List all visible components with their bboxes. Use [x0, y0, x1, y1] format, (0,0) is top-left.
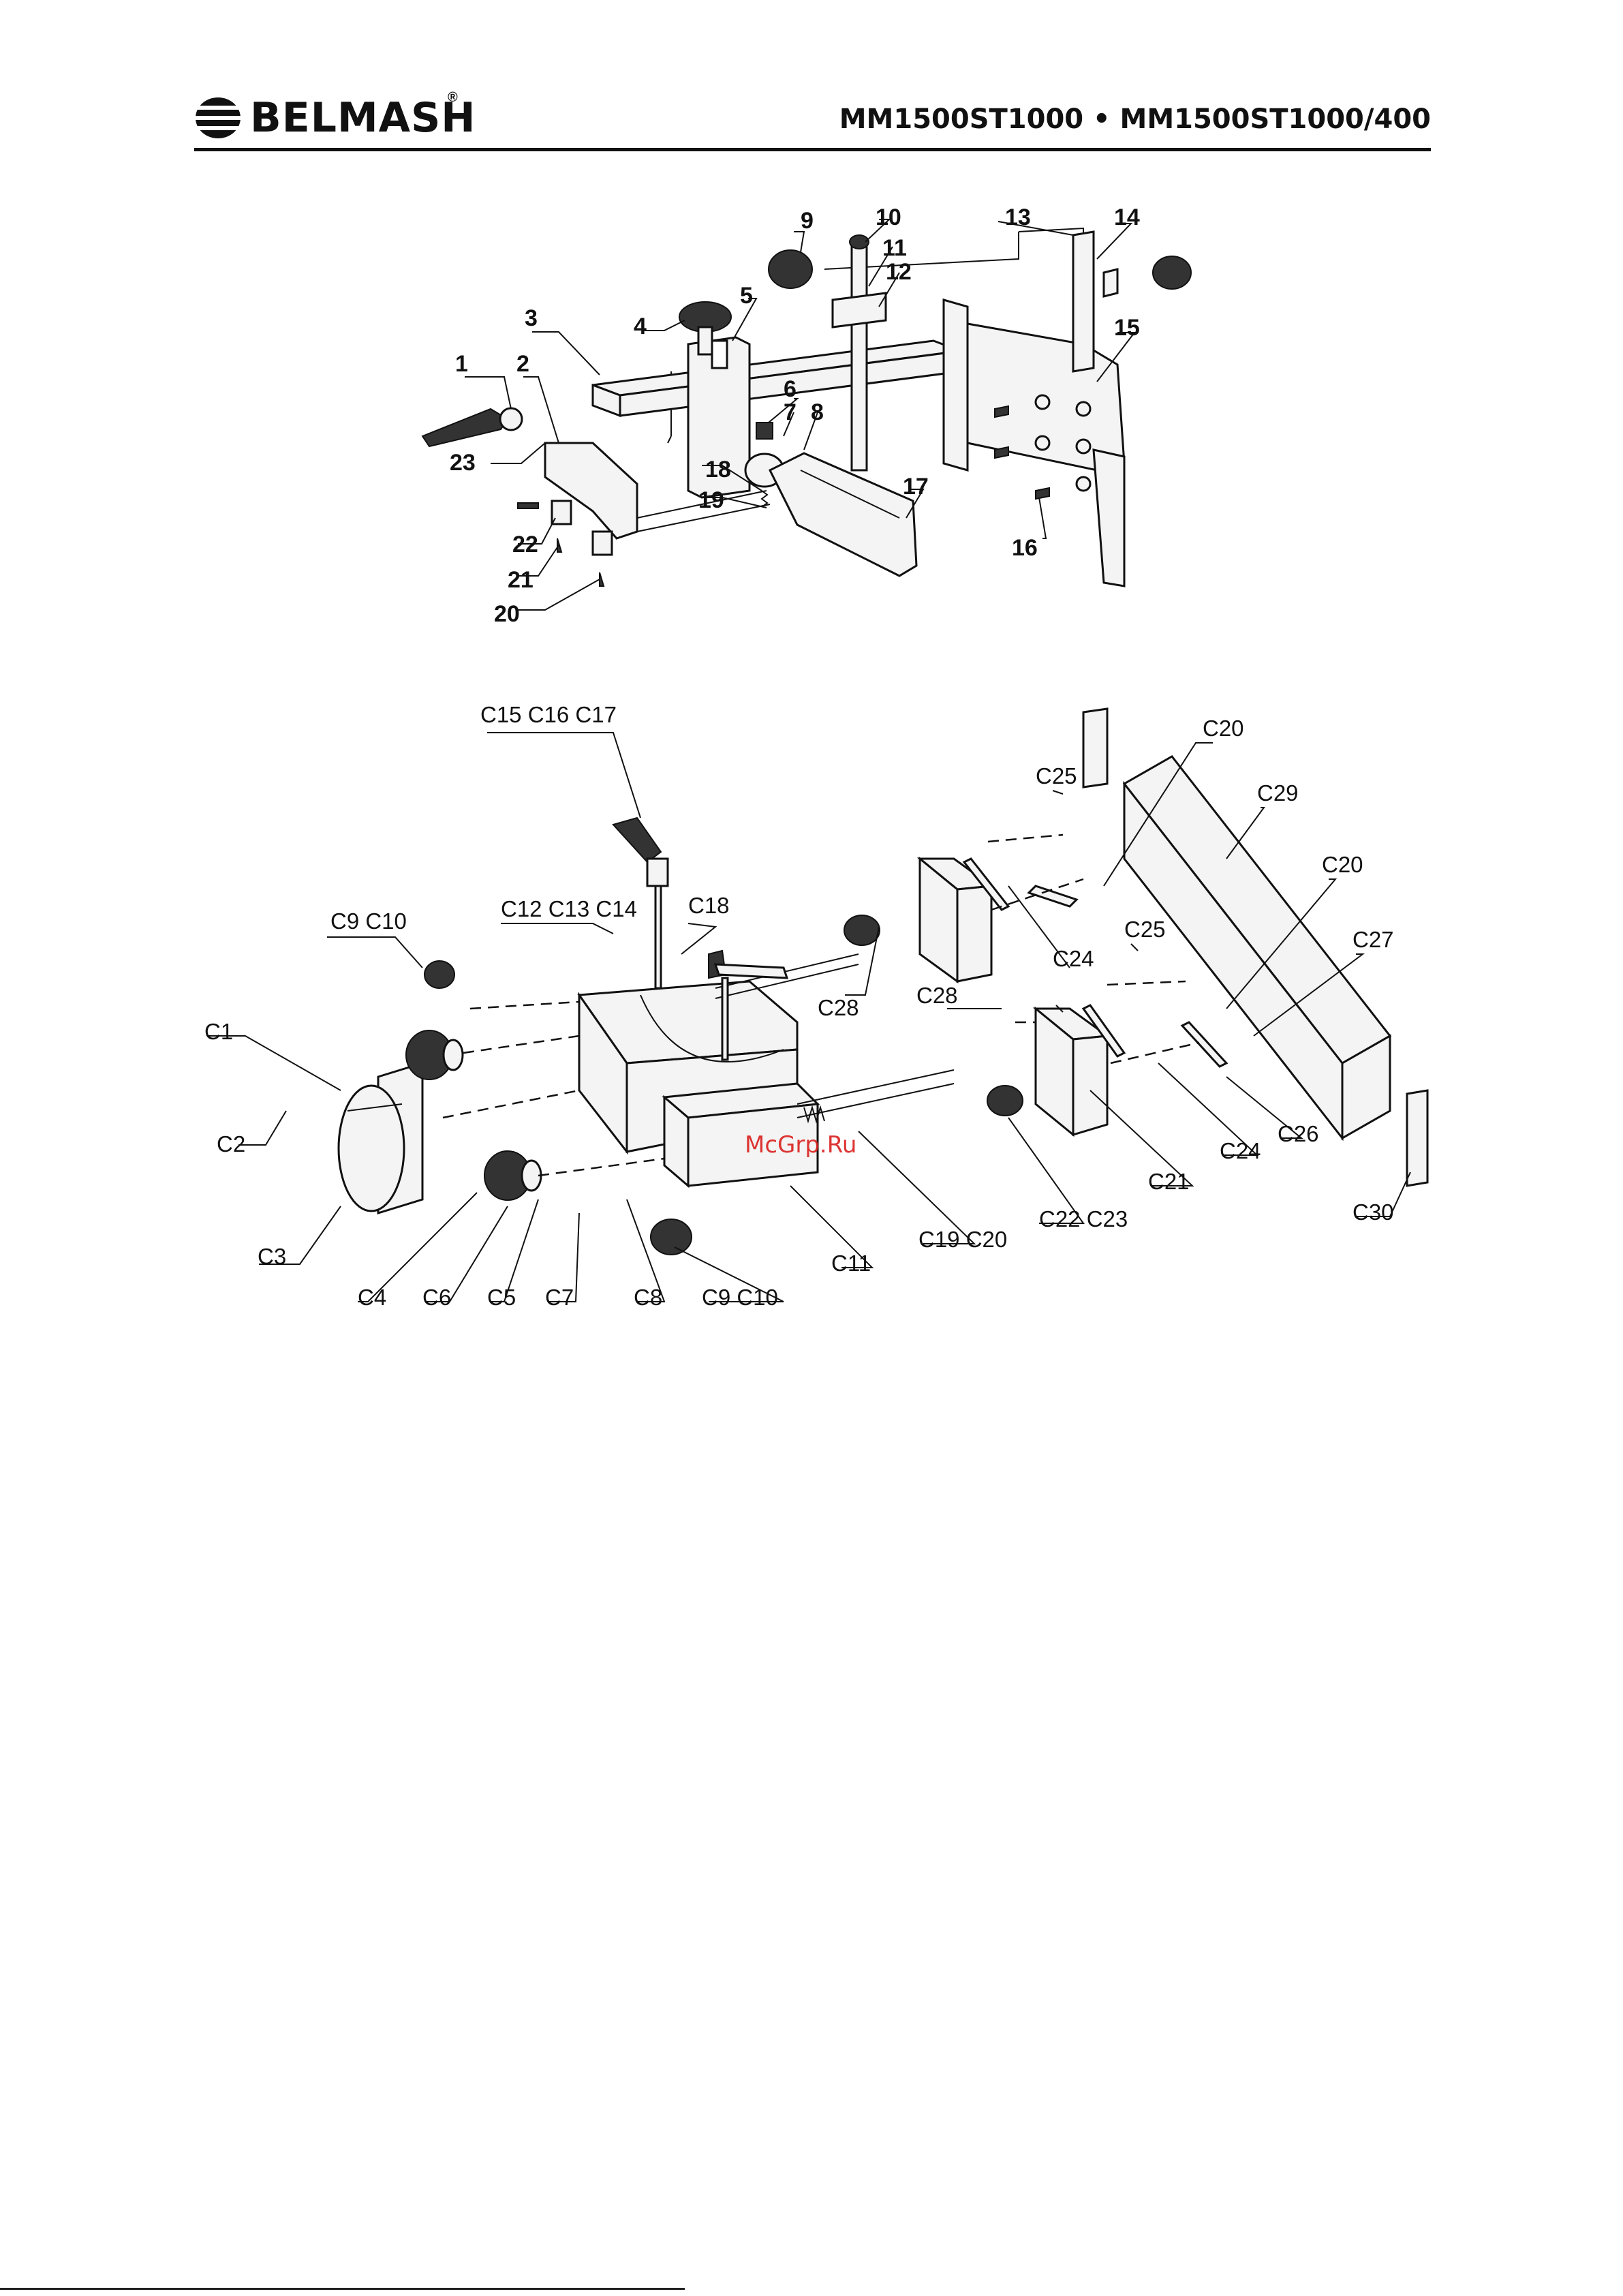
label-16: 16: [1012, 535, 1038, 561]
label-c30: C30: [1352, 1199, 1394, 1225]
lever-c15: [613, 818, 661, 862]
label-15: 15: [1114, 315, 1140, 341]
label-c6: C6: [422, 1285, 451, 1310]
label-c11: C11: [831, 1251, 871, 1276]
label-c2: C2: [217, 1131, 245, 1157]
label-5: 5: [740, 283, 753, 309]
label-14: 14: [1114, 204, 1140, 230]
label-c7: C7: [545, 1285, 574, 1310]
label-19: 19: [698, 487, 724, 513]
label-c27: C27: [1352, 927, 1394, 952]
label-c1: C1: [204, 1019, 233, 1044]
knob-c4: [484, 1151, 541, 1200]
plate-15: [944, 300, 968, 470]
label-c18: C18: [688, 893, 730, 918]
label-18: 18: [705, 457, 731, 483]
handle-1: [422, 409, 508, 446]
label-c3: C3: [258, 1244, 286, 1269]
label-c20-top: C20: [1203, 716, 1244, 741]
bottom-exploded-diagram: C15 C16 C17 C20 C25 C29 C20 C9 C10 C12 C…: [204, 702, 1427, 1310]
label-c15-c17: C15 C16 C17: [480, 702, 617, 727]
label-c25-mid: C25: [1124, 917, 1166, 942]
label-c8: C8: [634, 1285, 662, 1310]
label-17: 17: [903, 474, 929, 500]
label-c26: C26: [1278, 1121, 1319, 1146]
label-8: 8: [811, 399, 824, 425]
label-7: 7: [784, 399, 797, 425]
label-2: 2: [516, 351, 529, 377]
label-c20-mid: C20: [1322, 852, 1363, 877]
label-11: 11: [882, 235, 907, 261]
label-c12-c14: C12 C13 C14: [501, 896, 637, 921]
footnote-rule: [0, 2288, 685, 2290]
label-12: 12: [886, 259, 912, 285]
label-c24-top: C24: [1053, 946, 1094, 971]
label-c9-c10-top: C9 C10: [330, 908, 407, 934]
top-exploded-diagram: 1 2 3 4 5 6 7 8 9 10 11 12 13 14 15 16 1…: [422, 204, 1191, 627]
pillar-14: [1073, 232, 1094, 371]
disk-c1: [339, 1063, 422, 1213]
label-c28-right: C28: [916, 983, 958, 1008]
label-c19-c20: C19 C20: [918, 1227, 1007, 1252]
label-22: 22: [512, 532, 538, 557]
label-c24-bottom: C24: [1220, 1138, 1261, 1163]
knob-upper: [406, 1030, 463, 1080]
label-4: 4: [634, 313, 647, 339]
label-c21: C21: [1148, 1169, 1190, 1194]
label-13: 13: [1005, 204, 1031, 230]
label-c9-c10-bottom: C9 C10: [702, 1285, 778, 1310]
label-c28-left: C28: [818, 995, 859, 1020]
label-21: 21: [508, 567, 534, 593]
label-c5: C5: [487, 1285, 516, 1310]
label-23: 23: [450, 450, 476, 476]
label-10: 10: [876, 204, 901, 230]
label-3: 3: [525, 305, 538, 331]
watermark-text: McGrp.Ru: [745, 1131, 856, 1159]
label-c29: C29: [1257, 780, 1299, 806]
label-6: 6: [784, 376, 797, 402]
label-1: 1: [455, 351, 468, 377]
label-20: 20: [494, 601, 520, 627]
guide-17: [770, 453, 916, 576]
label-9: 9: [801, 208, 814, 234]
label-c22-c23: C22 C23: [1039, 1206, 1128, 1231]
label-c25-top: C25: [1036, 763, 1077, 789]
label-c4: C4: [358, 1285, 386, 1310]
